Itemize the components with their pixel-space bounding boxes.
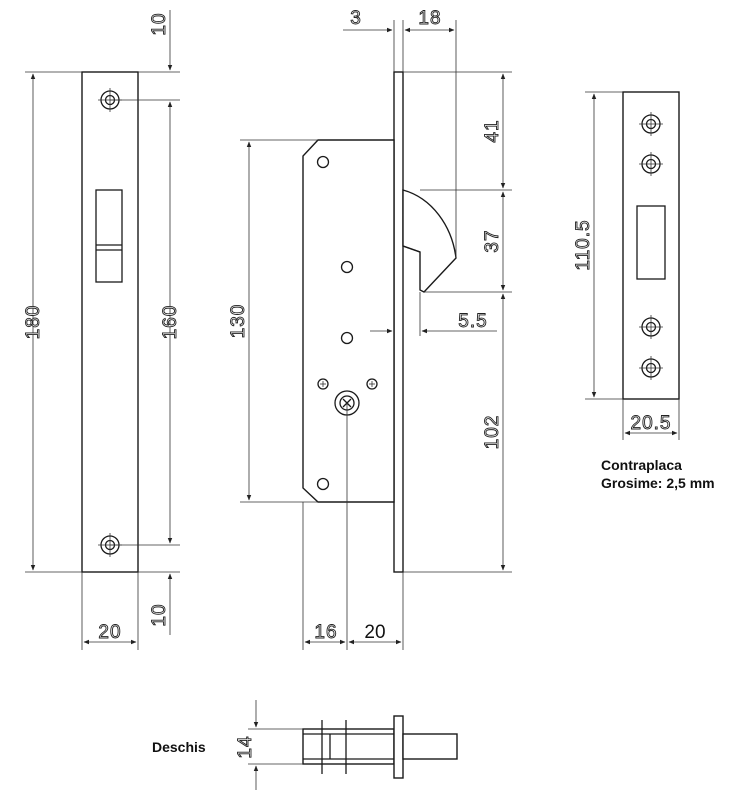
dim-faceplate-thickness: 3 [343, 8, 404, 72]
lock-body-side-view [302, 71, 457, 650]
dim-hook-projection-label: 18 [418, 8, 441, 29]
dim-hole-spacing: 160 [110, 99, 181, 546]
strike-latch-opening [636, 205, 666, 280]
dim-total-height-label: 180 [23, 305, 44, 340]
dim-top-margin: 10 [138, 10, 180, 73]
dim-hook-depth: 5.5 [370, 292, 497, 336]
strike-screw-hole-2 [639, 152, 663, 176]
strike-plate-outline [622, 91, 680, 400]
dim-faceplate-width: 20 [81, 572, 139, 650]
dim-hook-depth-label: 5.5 [458, 311, 487, 332]
dim-total-height: 180 [23, 71, 82, 573]
strike-screw-hole-3 [639, 315, 663, 339]
dim-cylinder-width: 14 [235, 700, 303, 790]
case-screw-hole-top [316, 155, 330, 169]
strike-thickness: Grosime: 2,5 mm [601, 475, 715, 491]
dim-hole-spacing-label: 160 [160, 305, 181, 340]
case-screw-hole-bottom [316, 477, 330, 491]
lock-open-top-view [302, 715, 458, 779]
extended-bolt [402, 733, 458, 760]
dim-bottom-margin-label: 10 [149, 603, 170, 626]
dim-strike-width: 20.5 [622, 399, 680, 440]
hook-bolt [402, 189, 457, 293]
dim-hook-height: 37 [424, 191, 512, 293]
case-hole-1 [340, 260, 354, 274]
cylinder-screw-right-icon [366, 378, 378, 390]
dim-top-margin-label: 10 [149, 12, 170, 35]
dim-hook-to-bottom-label: 102 [482, 415, 503, 450]
dim-hook-top-offset: 41 [403, 71, 512, 191]
dim-strike-height-label: 110.5 [573, 219, 594, 270]
dim-faceplate-thickness-label: 3 [350, 8, 362, 29]
strike-screw-hole-1 [639, 112, 663, 136]
case-top-outline [302, 728, 395, 765]
cylinder-screw-left-icon [317, 378, 329, 390]
strike-plate-view [622, 91, 680, 400]
dim-hook-height-label: 37 [482, 229, 503, 252]
dim-backset: 16 20 [302, 502, 404, 650]
strike-title: Contraplaca [601, 457, 682, 473]
dim-hook-top-offset-label: 41 [482, 119, 503, 142]
dim-strike-width-label: 20.5 [631, 413, 672, 434]
dim-strike-height: 110.5 [573, 91, 623, 400]
case-hole-2 [340, 331, 354, 345]
strike-screw-hole-4 [639, 356, 663, 380]
open-view-title: Deschis [152, 739, 206, 755]
faceplate-latch-opening [95, 189, 123, 283]
lock-case-outline [302, 139, 395, 503]
dim-bottom-margin: 10 [138, 571, 180, 635]
dim-hook-projection: 18 [404, 8, 457, 258]
faceplate-front-view [81, 71, 139, 573]
dim-cylinder-label: 14 [235, 735, 256, 758]
faceplate-outline [81, 71, 139, 573]
dim-body-height: 130 [228, 139, 318, 503]
dim-backset-20-label: 20 [364, 622, 385, 643]
faceplate-top-edge [393, 715, 404, 779]
faceplate-edge [393, 71, 404, 573]
dim-backset-16-label: 16 [314, 622, 337, 643]
dim-body-height-label: 130 [228, 304, 249, 339]
dim-faceplate-width-label: 20 [98, 622, 121, 643]
dim-hook-to-bottom: 102 [403, 293, 512, 573]
